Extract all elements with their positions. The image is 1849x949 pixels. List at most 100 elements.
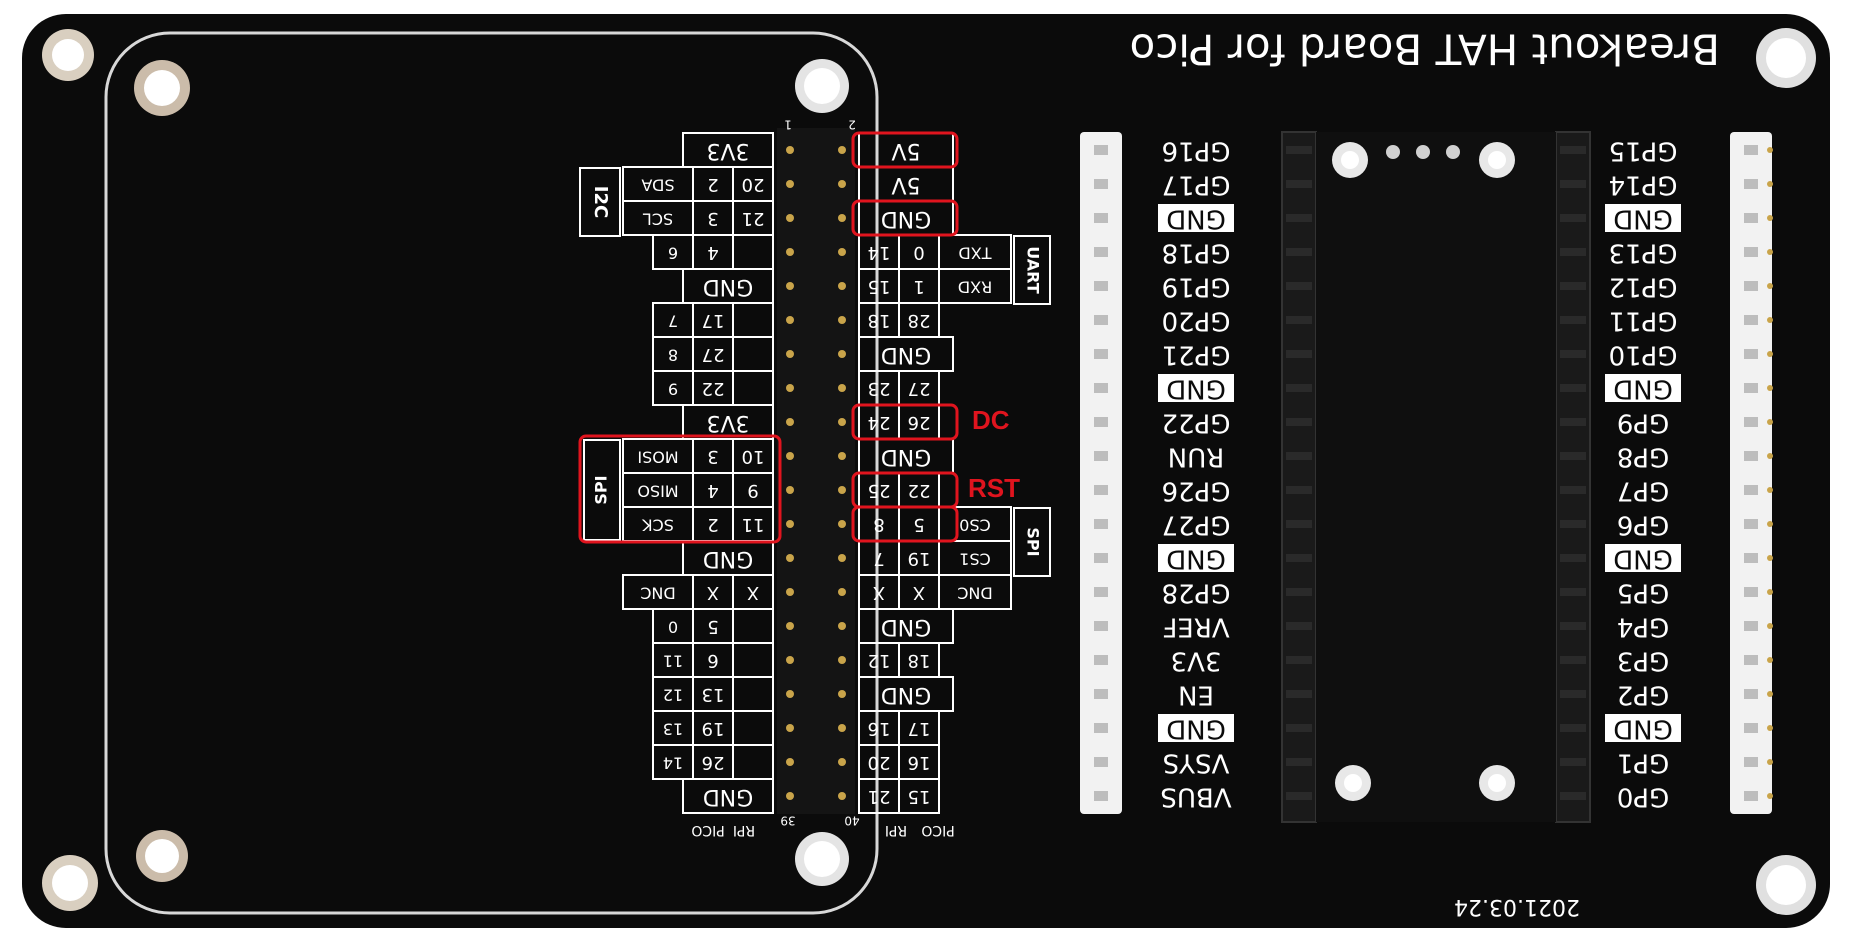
- pico-pin-label: 3V3: [1171, 646, 1222, 676]
- female-pin: [1094, 417, 1108, 427]
- pico-socket: [1281, 131, 1591, 823]
- header-rpi-number: 20: [742, 174, 765, 195]
- gnd-highlight: [1158, 714, 1234, 742]
- header-pin: [838, 180, 846, 188]
- header-pin: [838, 282, 846, 290]
- callout-dc: [851, 403, 959, 441]
- pico-pin-label: GP10: [1609, 340, 1678, 370]
- header-pin-name: GND: [881, 682, 931, 707]
- pico-pin-label: GP8: [1617, 442, 1669, 472]
- header-rpi-number: 10: [742, 446, 765, 467]
- header-pin: [838, 486, 846, 494]
- gnd-highlight: [1605, 714, 1681, 742]
- header-pin: [838, 146, 846, 154]
- mounting-holes: [42, 28, 1816, 915]
- header-pin: [838, 520, 846, 528]
- header-pin: [786, 758, 794, 766]
- board-date: 2021.03.24: [1454, 894, 1580, 919]
- header-pin: [838, 554, 846, 562]
- header-pin: [838, 248, 846, 256]
- header-rpi-number: 5: [913, 514, 924, 535]
- header-pin: [838, 384, 846, 392]
- footer-pico-left: PICO: [691, 822, 724, 838]
- female-pin: [1094, 791, 1108, 801]
- female-pin: [1744, 315, 1758, 325]
- female-pin: [1094, 723, 1108, 733]
- pico-pin-label: VBUS: [1160, 782, 1231, 812]
- header-pin: [838, 350, 846, 358]
- gold-pin: [1767, 793, 1773, 799]
- header-pin: [786, 656, 794, 664]
- header-pin-name: 14: [663, 754, 683, 773]
- header-pico-number: 15: [868, 276, 891, 297]
- header-pico-number: 18: [868, 310, 891, 331]
- spi-left-group-box: [583, 439, 621, 541]
- gold-pin: [1767, 487, 1773, 493]
- female-pin: [1744, 417, 1758, 427]
- header-pico-number: 23: [868, 378, 891, 399]
- i2c-label: I2C: [590, 186, 611, 218]
- pico-pin-label: GP26: [1162, 476, 1231, 506]
- gnd-highlight: [1605, 204, 1681, 232]
- header-rpi-number: X: [913, 582, 925, 603]
- header-rpi-number: 17: [908, 718, 931, 739]
- header-rpi-number: 19: [908, 548, 931, 569]
- pin-40-label: 40: [844, 814, 859, 828]
- female-pin: [1094, 655, 1108, 665]
- header-pin-name: SCL: [643, 210, 673, 229]
- gold-pin: [1767, 249, 1773, 255]
- gnd-highlight: [1605, 544, 1681, 572]
- gnd-highlight: [1158, 204, 1234, 232]
- board-title: Breakout HAT Board for Pico: [1129, 25, 1720, 74]
- pico-pin-label: GND: [1166, 714, 1226, 744]
- gold-pin: [1767, 283, 1773, 289]
- header-pin-name: GND: [703, 784, 753, 809]
- female-pin: [1744, 383, 1758, 393]
- gold-pin: [1767, 657, 1773, 663]
- pico-pin-label: GND: [1613, 714, 1673, 744]
- header-pico-number: X: [707, 582, 719, 603]
- callout-gnd: [851, 199, 959, 237]
- header-pin: [838, 418, 846, 426]
- header-pin: [838, 452, 846, 460]
- female-pin: [1094, 451, 1108, 461]
- header-pin: [786, 792, 794, 800]
- header-pin: [786, 316, 794, 324]
- header-pin-name: MISO: [637, 482, 678, 501]
- header-pin-name: 3V3: [706, 138, 749, 163]
- pico-pin-label: GP13: [1609, 238, 1678, 268]
- header-pin: [786, 588, 794, 596]
- female-pin: [1744, 451, 1758, 461]
- header-pico-number: 6: [707, 650, 718, 671]
- callout-5v: [851, 131, 959, 169]
- gold-pin: [1767, 147, 1773, 153]
- pico-pin-label: EN: [1178, 680, 1214, 710]
- pico-pin-label: GP28: [1162, 578, 1231, 608]
- header-rpi-number: 1: [913, 276, 924, 297]
- header-pico-number: 16: [868, 718, 891, 739]
- pico-pin-label: GP21: [1162, 340, 1231, 370]
- pico-pin-label: GND: [1166, 374, 1226, 404]
- header-pin-name: GND: [881, 206, 931, 231]
- header-pico-number: 4: [707, 242, 718, 263]
- female-pin: [1094, 587, 1108, 597]
- header-rpi-number: 11: [742, 514, 765, 535]
- header-pin: [786, 146, 794, 154]
- pin-header-40: [777, 128, 855, 814]
- header-pin-name: 0: [668, 618, 678, 637]
- header-pin: [838, 690, 846, 698]
- gold-pin: [1767, 351, 1773, 357]
- header-pin: [786, 248, 794, 256]
- header-pin-name: MOSI: [637, 448, 678, 467]
- female-pin: [1094, 145, 1108, 155]
- pico-pin-label: GP12: [1609, 272, 1678, 302]
- gold-pin: [1767, 453, 1773, 459]
- header-cell: [938, 574, 1012, 610]
- footer-rpi-right: RPI: [885, 822, 907, 838]
- header-pin-name: CS1: [959, 550, 991, 569]
- header-pico-number: 20: [868, 752, 891, 773]
- header-pin-name: SCK: [642, 516, 674, 535]
- pico-pin-label: GP2: [1617, 680, 1669, 710]
- pico-pin-label: GP16: [1162, 136, 1231, 166]
- header-pins: [786, 146, 846, 800]
